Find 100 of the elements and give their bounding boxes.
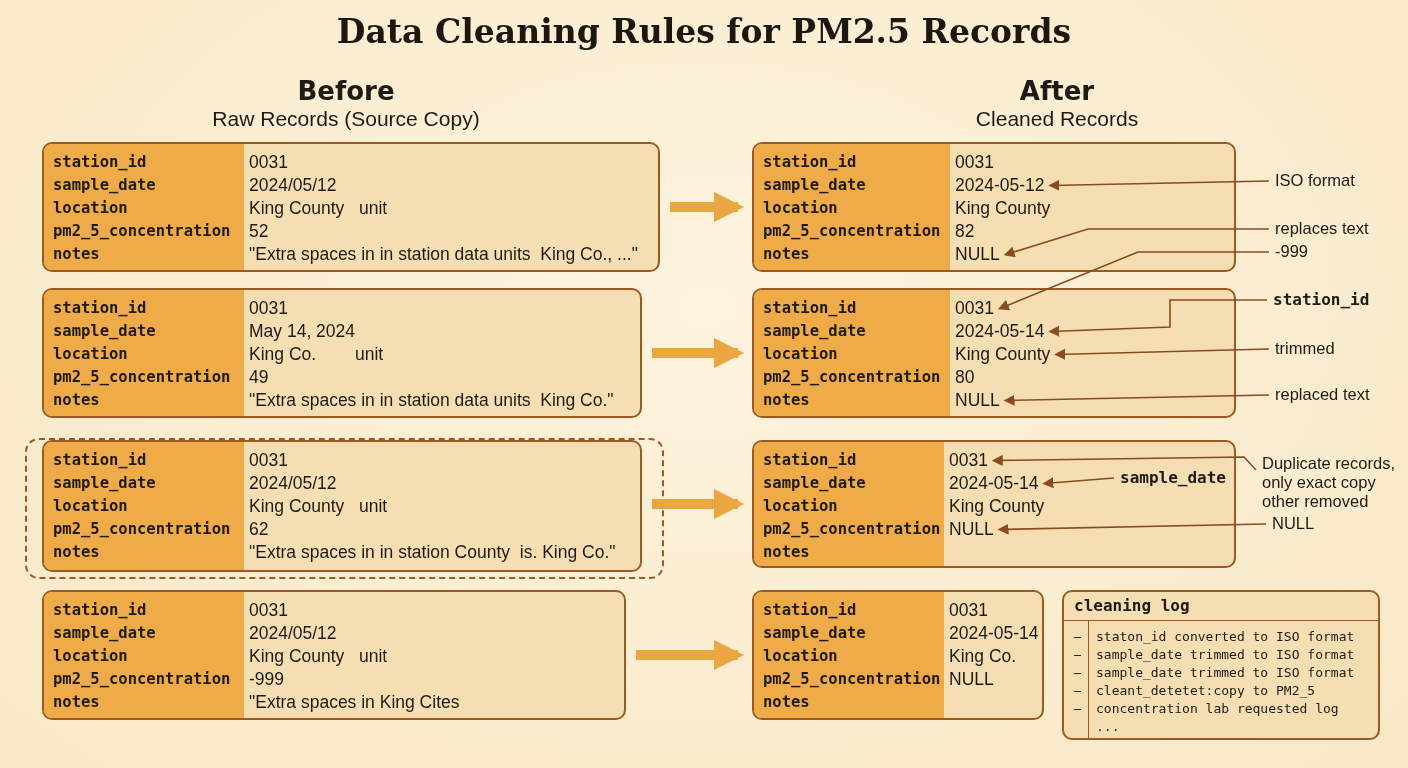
record-card	[752, 288, 1236, 418]
field-value: King County unit	[249, 197, 388, 220]
field-value: 2024/05/12	[249, 174, 337, 197]
field-value: King County unit	[249, 645, 388, 668]
field-value: 0031	[249, 449, 288, 472]
field-name: sample_date	[53, 321, 156, 342]
field-value: 80	[955, 366, 975, 389]
field-name: station_id	[763, 450, 857, 471]
field-value: "Extra spaces in King Cites	[249, 691, 460, 714]
field-name: pm2_5_concentration	[763, 221, 941, 242]
block-arrow	[652, 338, 744, 368]
leader-line	[1048, 299, 1268, 337]
field-name: station_id	[53, 600, 147, 621]
field-value: King Co. unit	[249, 343, 384, 366]
field-name: pm2_5_concentration	[53, 669, 231, 690]
column-subheading: Cleaned Records	[975, 107, 1139, 131]
field-name: sample_date	[763, 321, 866, 342]
field-value: "Extra spaces in in station data units King Co."	[249, 389, 614, 412]
field-name: location	[763, 496, 838, 517]
leader-line	[991, 454, 1257, 471]
record-card	[42, 288, 642, 418]
field-name: pm2_5_concentration	[53, 221, 231, 242]
field-name: sample_date	[53, 623, 156, 644]
field-value: 2024/05/12	[249, 472, 337, 495]
field-value: King Co.	[949, 645, 1017, 668]
field-value: NULL	[955, 243, 1000, 266]
field-name: notes	[763, 692, 810, 713]
field-name: sample_date	[53, 473, 156, 494]
field-value: King County	[949, 495, 1045, 518]
field-value: 0031	[249, 151, 288, 174]
field-name: station_id	[53, 450, 147, 471]
field-name: notes	[53, 244, 100, 265]
field-name: notes	[53, 390, 100, 411]
field-name: pm2_5_concentration	[53, 519, 231, 540]
field-name: station_id	[763, 298, 857, 319]
field-value: NULL	[955, 389, 1000, 412]
callout-text: trimmed	[1275, 339, 1335, 358]
field-value: 2024-05-14	[949, 472, 1039, 495]
field-value: 2024-05-14	[955, 320, 1045, 343]
field-name: location	[53, 646, 128, 667]
field-value: May 14, 2024	[249, 320, 356, 343]
field-name: notes	[763, 244, 810, 265]
leader-line	[1048, 179, 1270, 191]
leader-line	[1003, 228, 1270, 258]
field-name: location	[763, 198, 838, 219]
field-value: -999	[249, 668, 285, 691]
field-value: "Extra spaces in in station data units King Co., ..."	[249, 243, 638, 266]
field-name: sample_date	[763, 175, 866, 196]
leader-line	[997, 523, 1267, 535]
column-subheading: Raw Records (Source Copy)	[212, 107, 480, 131]
log-entry: cleant_detetet:copy to PM2_5	[1096, 682, 1316, 700]
callout-text: replaces text	[1275, 219, 1369, 238]
field-name: pm2_5_concentration	[763, 669, 941, 690]
record-card	[752, 590, 1044, 720]
field-name: sample_date	[53, 175, 156, 196]
field-value: King County unit	[249, 495, 388, 518]
callout-text: station_id	[1273, 290, 1370, 309]
block-arrow	[670, 192, 744, 222]
column-heading: After	[1019, 76, 1095, 106]
record-card	[752, 142, 1236, 272]
field-name: notes	[763, 390, 810, 411]
log-entry: staton_id converted to ISO format	[1096, 628, 1355, 646]
callout-text: replaced text	[1275, 385, 1370, 404]
leader-line	[997, 251, 1270, 311]
callout-text: ISO format	[1275, 171, 1355, 190]
field-value: NULL	[949, 518, 994, 541]
leader-line	[1042, 477, 1115, 489]
field-value: 0031	[955, 151, 994, 174]
field-value: 2024-05-14	[949, 622, 1039, 645]
field-value: 0031	[249, 599, 288, 622]
field-name: location	[763, 646, 838, 667]
field-value: NULL	[949, 668, 994, 691]
field-name: location	[53, 198, 128, 219]
field-name: station_id	[763, 152, 857, 173]
field-name: station_id	[763, 600, 857, 621]
callout-text: sample_date	[1120, 468, 1226, 487]
field-name: pm2_5_concentration	[763, 519, 941, 540]
record-card	[752, 440, 1236, 568]
block-arrow	[636, 640, 744, 670]
field-value: 49	[249, 366, 269, 389]
field-value: 0031	[955, 297, 994, 320]
field-name: sample_date	[763, 623, 866, 644]
field-name: station_id	[53, 152, 147, 173]
field-value: 62	[249, 518, 269, 541]
field-name: location	[53, 344, 128, 365]
callout-text: -999	[1275, 242, 1309, 261]
callout-text: Duplicate records, only exact copy other removed	[1262, 454, 1402, 511]
field-name: pm2_5_concentration	[763, 367, 941, 388]
log-heading: cleaning log	[1074, 596, 1190, 615]
diagram-title: Data Cleaning Rules for PM2.5 Records	[335, 12, 1073, 51]
log-panel	[1062, 590, 1380, 740]
callout-text: NULL	[1272, 514, 1315, 533]
log-entry: sample_date trimmed to ISO format	[1096, 646, 1355, 664]
field-name: notes	[53, 692, 100, 713]
field-name: location	[763, 344, 838, 365]
field-value: King County	[955, 197, 1051, 220]
field-name: station_id	[53, 298, 147, 319]
field-value: 2024-05-12	[955, 174, 1045, 197]
field-value: 52	[249, 220, 269, 243]
record-card	[42, 590, 626, 720]
